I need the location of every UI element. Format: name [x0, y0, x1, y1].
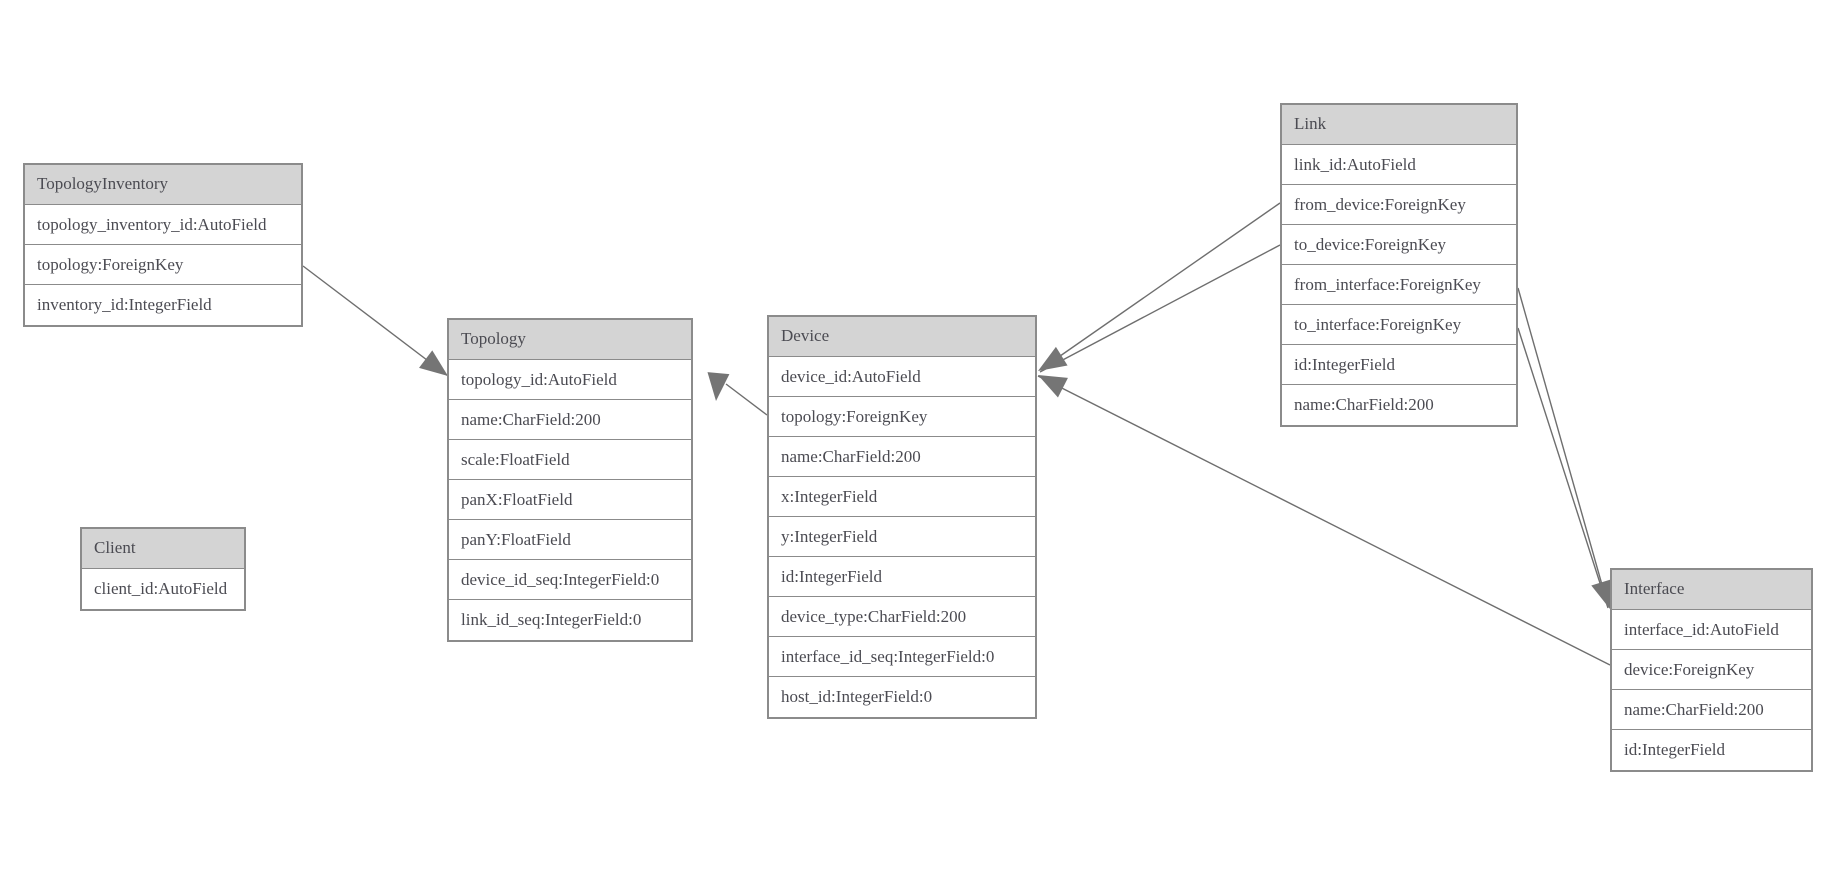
relation-arrowhead-interface-device — [1038, 375, 1068, 398]
entity-title-topology: Topology — [449, 320, 691, 360]
entity-field-row: name:CharField:200 — [1282, 385, 1516, 425]
entity-field-row: name:CharField:200 — [449, 400, 691, 440]
entity-title-client: Client — [82, 529, 244, 569]
entity-field-row: panY:FloatField — [449, 520, 691, 560]
entity-field-row: topology:ForeignKey — [25, 245, 301, 285]
entity-field-row: client_id:AutoField — [82, 569, 244, 609]
entity-field-row: name:CharField:200 — [769, 437, 1035, 477]
entity-field-row: from_device:ForeignKey — [1282, 185, 1516, 225]
entity-field-row: topology_id:AutoField — [449, 360, 691, 400]
entity-title-device: Device — [769, 317, 1035, 357]
relation-line-topologyinventory-topology — [302, 265, 449, 377]
entity-field-row: x:IntegerField — [769, 477, 1035, 517]
entity-title-topology-inventory: TopologyInventory — [25, 165, 301, 205]
entity-field-row: scale:FloatField — [449, 440, 691, 480]
entity-field-row: id:IntegerField — [1282, 345, 1516, 385]
entity-title-link: Link — [1282, 105, 1516, 145]
entity-field-row: to_interface:ForeignKey — [1282, 305, 1516, 345]
entity-field-row: device_id_seq:IntegerField:0 — [449, 560, 691, 600]
entity-field-row: host_id:IntegerField:0 — [769, 677, 1035, 717]
entity-field-row: from_interface:ForeignKey — [1282, 265, 1516, 305]
entity-field-row: panX:FloatField — [449, 480, 691, 520]
entity-field-row: link_id_seq:IntegerField:0 — [449, 600, 691, 640]
entity-field-row: name:CharField:200 — [1612, 690, 1811, 730]
entity-field-row: id:IntegerField — [769, 557, 1035, 597]
relation-line-link-interface — [1517, 287, 1609, 607]
relation-arrowhead-link-device — [1038, 346, 1068, 371]
entity-field-row: topology:ForeignKey — [769, 397, 1035, 437]
relation-arrowhead-device-topology — [707, 372, 730, 401]
entity-field-row: link_id:AutoField — [1282, 145, 1516, 185]
entity-field-row: y:IntegerField — [769, 517, 1035, 557]
entity-field-row: interface_id_seq:IntegerField:0 — [769, 637, 1035, 677]
relation-line-link-interface — [1517, 327, 1609, 609]
entity-field-row: topology_inventory_id:AutoField — [25, 205, 301, 245]
entity-field-row: inventory_id:IntegerField — [25, 285, 301, 325]
relation-line-device-topology — [725, 383, 768, 416]
entity-title-interface: Interface — [1612, 570, 1811, 610]
entity-field-row: device_type:CharField:200 — [769, 597, 1035, 637]
entity-field-row: device_id:AutoField — [769, 357, 1035, 397]
entity-field-row: device:ForeignKey — [1612, 650, 1811, 690]
entity-field-row: to_device:ForeignKey — [1282, 225, 1516, 265]
relation-line-link-device — [1039, 202, 1281, 371]
entity-field-row: id:IntegerField — [1612, 730, 1811, 770]
entity-field-row: interface_id:AutoField — [1612, 610, 1811, 650]
relation-line-link-device — [1039, 244, 1281, 373]
